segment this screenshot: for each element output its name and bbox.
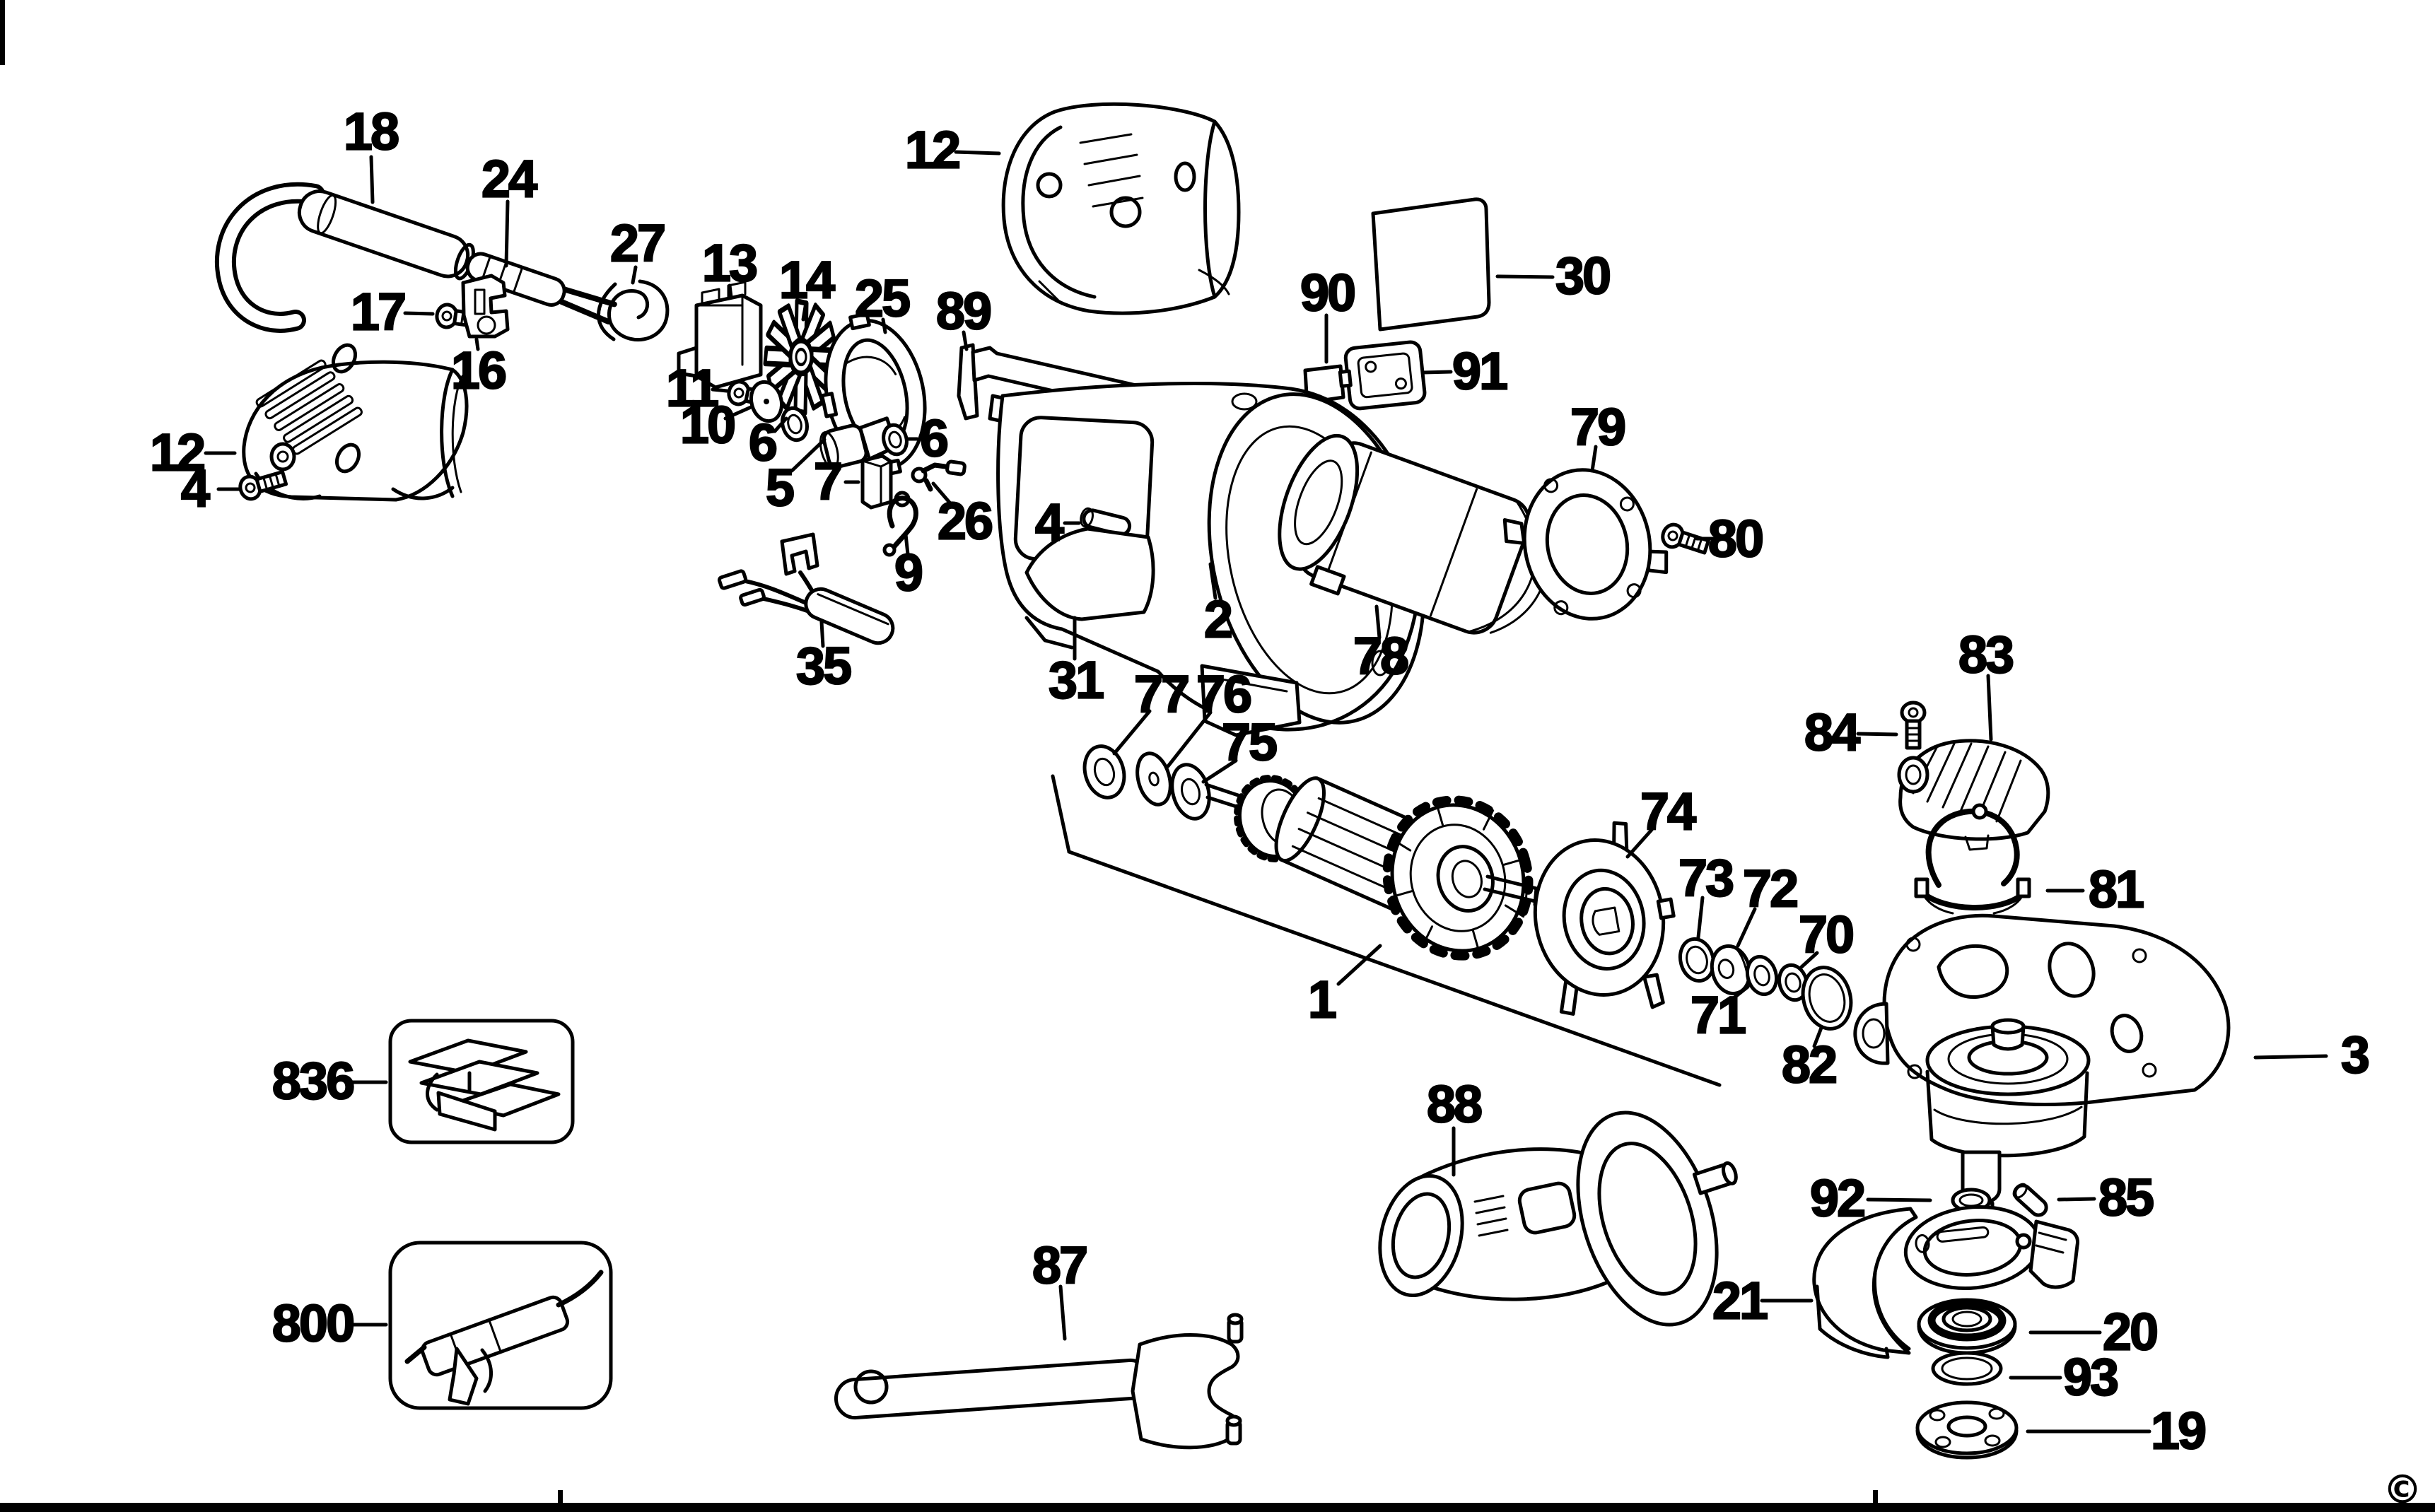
part-label-836: 836 xyxy=(272,1052,354,1110)
part-guard-clip-81 xyxy=(1914,803,2031,915)
part-label-75: 75 xyxy=(1222,713,1277,772)
part-label-30: 30 xyxy=(1555,247,1610,305)
part-brush-arm-26 xyxy=(911,459,967,492)
part-label-80: 80 xyxy=(1708,510,1763,568)
part-label-5: 5 xyxy=(766,459,794,517)
part-label-90: 90 xyxy=(1300,264,1355,322)
part-kitbox-836 xyxy=(388,1019,575,1144)
part-clamp-nut-19 xyxy=(1915,1400,2019,1460)
part-housing-cover-12-left xyxy=(242,343,469,502)
part-gear-case-3 xyxy=(1853,913,2231,1238)
part-label-20: 20 xyxy=(2103,1303,2157,1361)
part-label-89: 89 xyxy=(936,282,991,341)
part-label-10: 10 xyxy=(680,396,735,455)
part-adhesive-gun-800 xyxy=(388,1241,613,1410)
part-armature-assembly-1 xyxy=(1051,744,1722,1087)
part-label-88: 88 xyxy=(1427,1075,1481,1134)
part-label-18: 18 xyxy=(344,102,398,161)
part-label-84: 84 xyxy=(1804,703,1860,762)
part-brush-spring-9 xyxy=(882,491,918,557)
part-label-82: 82 xyxy=(1782,1036,1836,1094)
part-flange-ring-79 xyxy=(1502,468,1669,621)
part-label-17: 17 xyxy=(351,283,404,341)
part-screw-84 xyxy=(1902,703,1925,748)
part-label-79: 79 xyxy=(1570,398,1625,457)
part-label-74: 74 xyxy=(1640,783,1696,841)
part-label-6-a: 6 xyxy=(749,414,776,472)
part-o-ring-93 xyxy=(1931,1351,2003,1386)
part-label-sheet-31 xyxy=(1024,527,1155,621)
part-nameplate-30 xyxy=(1371,197,1491,332)
part-label-19: 19 xyxy=(2151,1402,2205,1460)
part-o-ring-82 xyxy=(1801,966,1853,1031)
copyright-mark: © xyxy=(2383,1467,2422,1512)
part-label-87: 87 xyxy=(1032,1236,1086,1295)
part-label-35: 35 xyxy=(796,637,851,696)
part-clamshell-12-top xyxy=(1001,102,1241,315)
part-fan-14 xyxy=(763,298,839,416)
part-label-12-left: 12 xyxy=(150,423,204,482)
part-number-labels: 18 24 27 13 14 25 89 12 30 90 91 12 17 1… xyxy=(149,101,2371,1460)
part-label-92: 92 xyxy=(1810,1169,1864,1228)
part-label-800: 800 xyxy=(272,1294,354,1353)
part-label-27: 27 xyxy=(610,214,664,273)
part-washer-73 xyxy=(1678,937,1716,983)
part-label-24: 24 xyxy=(481,150,537,209)
part-washer-10 xyxy=(749,380,784,423)
part-label-76: 76 xyxy=(1196,665,1251,724)
part-label-91: 91 xyxy=(1452,342,1507,401)
part-flange-20 xyxy=(1917,1298,2017,1355)
part-field-78 xyxy=(1278,433,1548,635)
part-label-71: 71 xyxy=(1691,986,1746,1045)
part-gear-case-cover-83 xyxy=(1897,739,2050,851)
part-label-12-top: 12 xyxy=(905,121,959,180)
part-label-31: 31 xyxy=(1049,651,1104,710)
part-washer-75 xyxy=(1170,763,1211,821)
part-label-81: 81 xyxy=(2089,860,2144,919)
part-cord-clamp-16 xyxy=(461,274,510,339)
part-label-26: 26 xyxy=(938,492,992,551)
part-label-4-mid: 4 xyxy=(1035,493,1064,552)
part-label-72: 72 xyxy=(1743,860,1797,918)
part-label-25: 25 xyxy=(855,269,910,328)
part-bearing-77 xyxy=(1082,744,1126,799)
part-terminal-block-91 xyxy=(1338,340,1427,411)
part-label-9: 9 xyxy=(894,544,922,602)
part-washer-76 xyxy=(1135,751,1172,807)
part-label-93: 93 xyxy=(2063,1348,2118,1407)
part-label-83: 83 xyxy=(1958,626,2013,684)
part-side-handle-88 xyxy=(1378,1110,1738,1327)
part-label-1: 1 xyxy=(1308,971,1336,1029)
part-label-3: 3 xyxy=(2341,1026,2369,1084)
part-ring-6-b xyxy=(882,423,909,457)
part-label-4-left: 4 xyxy=(181,459,210,518)
part-label-2: 2 xyxy=(1204,590,1232,649)
part-brush-7 xyxy=(860,454,893,510)
part-label-11: 11 xyxy=(666,359,718,418)
part-wheel-guard-21 xyxy=(1812,1205,2079,1359)
part-ring-6-a xyxy=(781,406,809,443)
part-label-6-b: 6 xyxy=(920,409,947,468)
part-label-21: 21 xyxy=(1712,1272,1768,1330)
part-label-78: 78 xyxy=(1353,627,1408,686)
part-fan-baffle-74 xyxy=(1533,821,1676,1016)
part-label-85: 85 xyxy=(2098,1168,2154,1227)
part-wrench-87 xyxy=(834,1313,1244,1450)
part-label-7: 7 xyxy=(814,452,841,511)
part-label-73: 73 xyxy=(1678,849,1733,908)
part-lead-wires-35 xyxy=(717,532,895,645)
part-power-cord-18-24 xyxy=(214,182,617,333)
part-switch-13 xyxy=(677,281,763,389)
part-cone-27 xyxy=(597,279,670,342)
part-label-13: 13 xyxy=(702,234,757,293)
leader-lines xyxy=(204,150,2328,1434)
part-pin-85 xyxy=(2012,1183,2048,1217)
part-bushing-71 xyxy=(1745,954,1779,997)
part-label-14: 14 xyxy=(779,251,835,310)
part-label-77: 77 xyxy=(1134,665,1188,724)
part-label-16: 16 xyxy=(451,341,506,400)
part-label-70: 70 xyxy=(1799,906,1853,964)
